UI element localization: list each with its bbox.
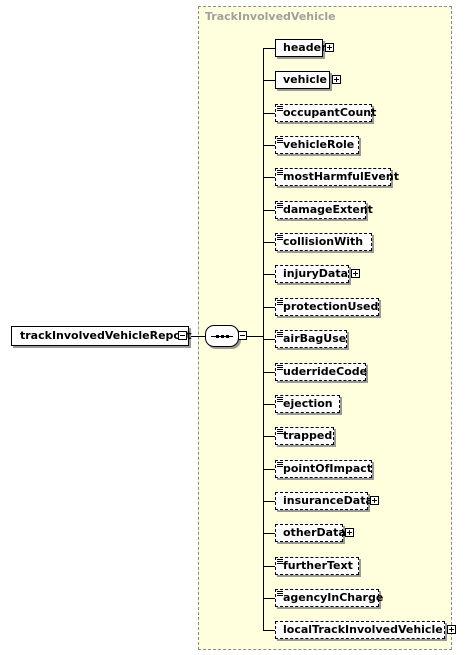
child-element-label: uderrideCode bbox=[283, 365, 368, 378]
child-element-localTrackInvolvedVehicle[interactable]: localTrackInvolvedVehicle bbox=[275, 621, 445, 639]
child-element-label: injuryData bbox=[283, 267, 349, 280]
child-element-label: insuranceData bbox=[283, 494, 373, 507]
expand-icon[interactable] bbox=[325, 43, 334, 52]
child-element-label: header bbox=[283, 41, 327, 54]
child-element-mostHarmfulEvent[interactable]: mostHarmfulEvent bbox=[275, 168, 399, 186]
child-element-label: collisionWith bbox=[283, 235, 364, 248]
child-element-protectionUsed[interactable]: protectionUsed bbox=[275, 298, 379, 316]
child-element-trapped[interactable]: trapped bbox=[275, 427, 334, 445]
child-element-vehicleRole[interactable]: vehicleRole bbox=[275, 136, 359, 154]
child-element-otherData[interactable]: otherData bbox=[275, 524, 346, 542]
root-element[interactable]: trackInvolvedVehicleReport bbox=[11, 326, 192, 346]
child-element-uderrideCode[interactable]: uderrideCode bbox=[275, 363, 368, 381]
child-element-occupantCount[interactable]: occupantCount bbox=[275, 104, 376, 122]
child-element-header[interactable]: header bbox=[275, 39, 327, 57]
sequence-icon bbox=[211, 335, 233, 338]
root-collapse-icon[interactable] bbox=[178, 331, 187, 340]
child-element-label: airBagUse bbox=[283, 332, 347, 345]
child-element-pointOfImpact[interactable]: pointOfImpact bbox=[275, 460, 372, 478]
expand-icon[interactable] bbox=[345, 528, 354, 537]
expand-icon[interactable] bbox=[351, 269, 360, 278]
sequence-compositor bbox=[205, 325, 239, 347]
child-element-label: pointOfImpact bbox=[283, 462, 373, 475]
child-element-vehicle[interactable]: vehicle bbox=[275, 71, 330, 89]
root-element-label: trackInvolvedVehicleReport bbox=[20, 329, 192, 342]
child-element-label: damageExtent bbox=[283, 203, 373, 216]
sequence-collapse-icon[interactable] bbox=[238, 331, 247, 340]
child-element-label: protectionUsed bbox=[283, 300, 379, 313]
child-element-ejection[interactable]: ejection bbox=[275, 395, 340, 413]
child-element-damageExtent[interactable]: damageExtent bbox=[275, 201, 373, 219]
child-element-label: vehicle bbox=[283, 73, 327, 86]
child-element-airBagUse[interactable]: airBagUse bbox=[275, 330, 347, 348]
child-element-label: ejection bbox=[283, 397, 333, 410]
child-element-label: localTrackInvolvedVehicle bbox=[283, 623, 443, 636]
child-element-collisionWith[interactable]: collisionWith bbox=[275, 233, 372, 251]
child-element-insuranceData[interactable]: insuranceData bbox=[275, 492, 373, 510]
child-element-label: agencyInCharge bbox=[283, 591, 384, 604]
child-element-label: otherData bbox=[283, 526, 346, 539]
child-element-label: trapped bbox=[283, 429, 333, 442]
child-element-furtherText[interactable]: furtherText bbox=[275, 557, 359, 575]
expand-icon[interactable] bbox=[447, 625, 456, 634]
expand-icon[interactable] bbox=[332, 75, 341, 84]
complex-type-title: TrackInvolvedVehicle bbox=[205, 10, 336, 23]
child-element-label: occupantCount bbox=[283, 106, 377, 119]
child-element-injuryData[interactable]: injuryData bbox=[275, 265, 349, 283]
child-element-label: mostHarmfulEvent bbox=[283, 170, 399, 183]
child-element-label: furtherText bbox=[283, 559, 353, 572]
child-element-label: vehicleRole bbox=[283, 138, 355, 151]
child-element-agencyInCharge[interactable]: agencyInCharge bbox=[275, 589, 383, 607]
expand-icon[interactable] bbox=[370, 496, 379, 505]
